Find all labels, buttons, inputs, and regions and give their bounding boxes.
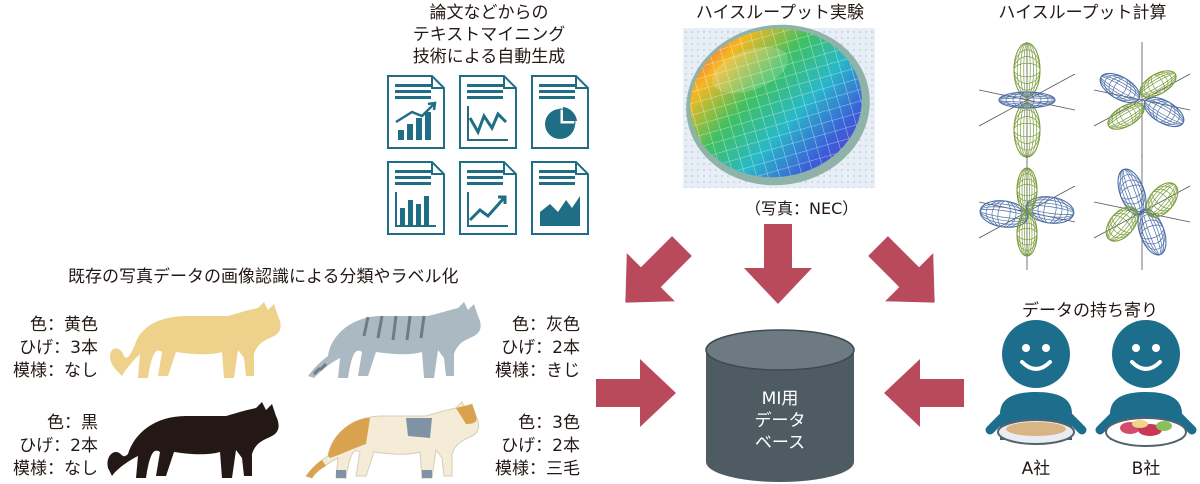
- cat-attribute: 模様：なし: [13, 459, 98, 479]
- cat-attributes-black: 色：黒 ひげ：2本 模様：なし: [4, 412, 98, 481]
- yellow-cat-icon: [110, 302, 281, 378]
- document-icons: [387, 75, 589, 235]
- database-label: MI用 データ ベース: [706, 388, 854, 454]
- pie-chart-document-icon: [531, 75, 589, 149]
- wafer-photo: [683, 24, 875, 188]
- cat-attribute: ひげ：3本: [19, 338, 98, 358]
- cat-attribute: 模様：なし: [13, 361, 98, 381]
- bar-chart-rising-document-icon: [387, 75, 445, 149]
- cat-attribute: 模様：三毛: [495, 459, 580, 479]
- database-label-line: データ: [754, 411, 806, 431]
- dyz-orbital-icon: [1093, 154, 1191, 270]
- company-a-person-icon: [985, 320, 1087, 445]
- calico-cat-icon: [305, 401, 480, 479]
- black-cat-icon: [107, 402, 279, 478]
- dx2y2-orbital-icon: [978, 154, 1076, 270]
- company-a-label: A社: [1021, 459, 1051, 479]
- area-chart-document-icon: [531, 161, 589, 235]
- line-chart-document-icon: [459, 75, 517, 149]
- database-label-line: ベース: [754, 433, 806, 453]
- computation-title: ハイスループット計算: [998, 3, 1167, 23]
- cat-attribute: 色：灰色: [512, 315, 580, 335]
- dxy-orbital-icon: [1093, 42, 1191, 158]
- cat-attributes-gray: 色：灰色 ひげ：2本 模様：きじ: [480, 314, 580, 383]
- bar-chart-document-icon: [387, 161, 445, 235]
- database-cylinder-icon: [705, 329, 855, 482]
- gray-tabby-cat-icon: [308, 302, 481, 378]
- arrow-from-image-recognition: [596, 359, 676, 427]
- arrow-from-text-mining: [625, 236, 692, 303]
- text-mining-title-line: テキストマイニング: [412, 25, 566, 45]
- text-mining-title-line: 技術による自動生成: [412, 47, 566, 67]
- photo-caption: （写真：NEC）: [745, 199, 859, 218]
- company-b-label: B社: [1131, 459, 1161, 479]
- cat-attribute: 模様：きじ: [495, 361, 580, 381]
- experiment-title: ハイスループット実験: [695, 3, 865, 23]
- cat-attribute: ひげ：2本: [19, 436, 98, 456]
- cat-attribute: 色：3色: [518, 413, 580, 433]
- image-recognition-title: 既存の写真データの画像認識による分類やラベル化: [68, 267, 459, 287]
- cat-attribute: 色：黄色: [30, 315, 98, 335]
- cat-attributes-yellow: 色：黄色 ひげ：3本 模様：なし: [4, 314, 98, 383]
- arrow-from-computation: [868, 236, 935, 303]
- cat-attribute: ひげ：2本: [501, 436, 580, 456]
- data-sharing-title: データの持ち寄り: [1022, 301, 1158, 321]
- dz2-orbital-icon: [978, 42, 1076, 158]
- arrow-from-data-sharing: [884, 359, 964, 427]
- cat-attribute: ひげ：2本: [501, 338, 580, 358]
- text-mining-title: 論文などからの テキストマイニング 技術による自動生成: [384, 2, 594, 68]
- orbital-visualizations: [978, 42, 1191, 270]
- company-b-person-icon: [1095, 320, 1197, 447]
- database-label-line: MI用: [761, 389, 799, 409]
- arrow-from-experiment: [744, 224, 812, 304]
- line-chart-rising-document-icon: [459, 161, 517, 235]
- cat-attribute: 色：黒: [47, 413, 98, 433]
- cat-attributes-calico: 色：3色 ひげ：2本 模様：三毛: [480, 412, 580, 481]
- text-mining-title-line: 論文などからの: [429, 3, 549, 23]
